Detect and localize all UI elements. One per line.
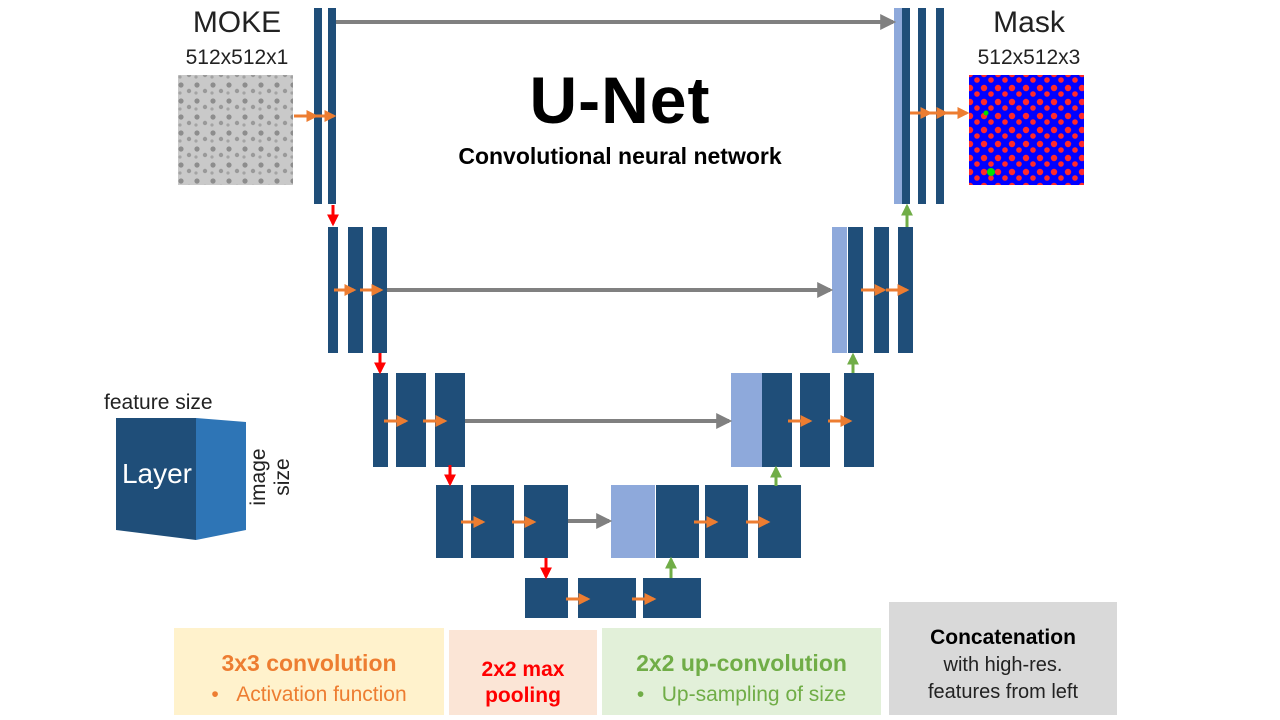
layer-cube-front bbox=[116, 418, 196, 540]
input-dims: 512x512x1 bbox=[185, 46, 289, 69]
enc2-block-a bbox=[328, 227, 338, 353]
dec1-block-c bbox=[936, 8, 944, 204]
layer-key-face-label: Layer bbox=[121, 458, 193, 489]
dec4-skip-block bbox=[611, 485, 655, 558]
legend-concat: Concatenation with high-res. features fr… bbox=[889, 602, 1117, 715]
dec2-block-a bbox=[848, 227, 863, 353]
legend-conv-sub: • Activation function bbox=[174, 683, 444, 707]
legend-upconv: 2x2 up-convolution • Up-sampling of size bbox=[602, 628, 881, 715]
legend-conv-bullet: • bbox=[211, 683, 219, 706]
dec3-block-a bbox=[762, 373, 792, 467]
legend-upconv-sub: • Up-sampling of size bbox=[602, 683, 881, 707]
legend-pool: 2x2 max pooling bbox=[449, 630, 597, 715]
enc3-block-a bbox=[373, 373, 388, 467]
legend-conv-title: 3x3 convolution bbox=[221, 650, 397, 676]
layer-cube-side bbox=[196, 418, 246, 540]
layer-key-feature-size: feature size bbox=[104, 391, 213, 414]
dec1-block-b bbox=[918, 8, 926, 204]
legend-conv-sub-text: Activation function bbox=[236, 683, 407, 706]
output-title: Mask bbox=[993, 6, 1065, 39]
dec2-skip-block bbox=[832, 227, 847, 353]
enc1-block-a bbox=[314, 8, 322, 204]
diagram-title: U-Net bbox=[529, 63, 711, 137]
legend-pool-line2: pooling bbox=[485, 684, 561, 707]
legend-upconv-bullet: • bbox=[636, 683, 645, 706]
bottleneck-block-a bbox=[525, 578, 568, 618]
legend-pool-line1: 2x2 max bbox=[481, 658, 565, 681]
legend-upconv-sub-text: Up-sampling of size bbox=[661, 683, 847, 706]
legend-concat-line3: features from left bbox=[927, 681, 1079, 703]
dec4-block-a bbox=[656, 485, 699, 558]
legend-concat-line2: with high-res. bbox=[943, 654, 1063, 676]
mask-output-image bbox=[969, 75, 1084, 185]
enc4-block-a bbox=[436, 485, 463, 558]
moke-input-image bbox=[178, 75, 293, 185]
layer-key-image-size: image size bbox=[247, 448, 294, 506]
diagram-subtitle: Convolutional neural network bbox=[458, 143, 782, 169]
dec1-block-a bbox=[902, 8, 910, 204]
enc1-block-b bbox=[328, 8, 336, 204]
dec3-skip-block bbox=[731, 373, 762, 467]
legend-conv: 3x3 convolution • Activation function bbox=[174, 628, 444, 715]
mask-green-spot bbox=[987, 168, 995, 176]
dec1-skip-block bbox=[894, 8, 902, 204]
output-dims: 512x512x3 bbox=[977, 46, 1081, 69]
legend-concat-title: Concatenation bbox=[930, 626, 1076, 649]
input-title: MOKE bbox=[192, 6, 282, 39]
mask-green-spot bbox=[983, 110, 989, 116]
legend-upconv-title: 2x2 up-convolution bbox=[636, 650, 847, 676]
